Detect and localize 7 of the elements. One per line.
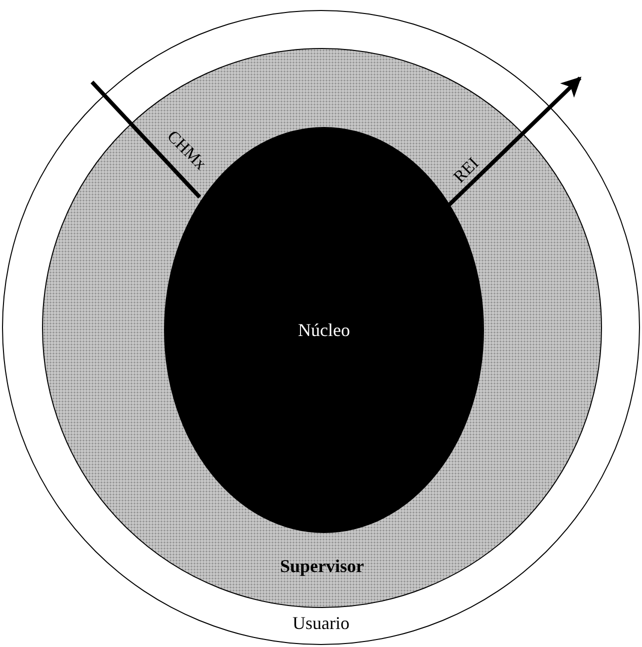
supervisor-label: Supervisor (280, 556, 364, 577)
core-ellipse (164, 127, 484, 533)
user-label: Usuario (292, 613, 350, 634)
line (90, 80, 202, 199)
arrow (448, 76, 582, 206)
edge-label: REI (450, 154, 482, 186)
core-label: Núcleo (298, 320, 350, 340)
